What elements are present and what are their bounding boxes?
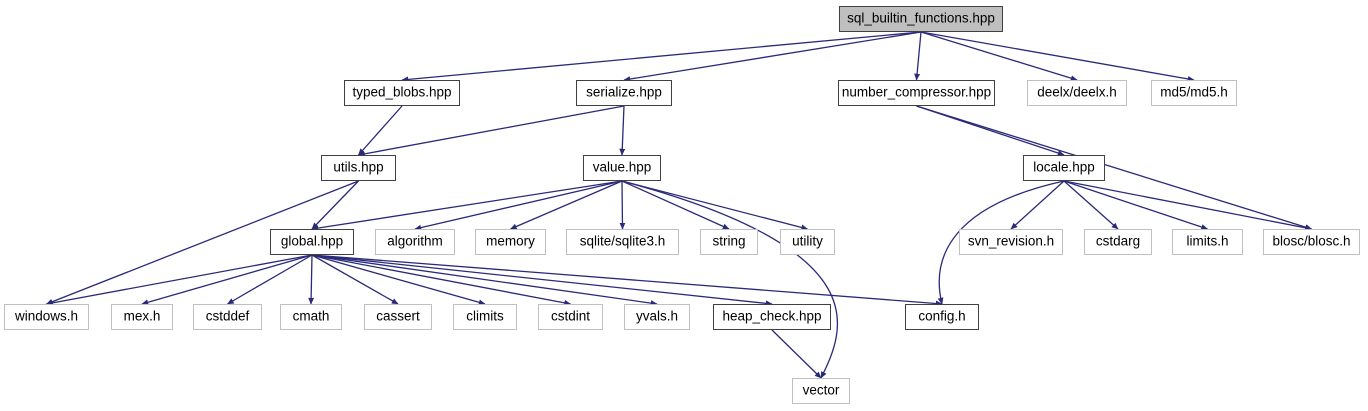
graph-node-label: mex.h: [123, 308, 161, 324]
graph-node-label: utility: [792, 233, 823, 249]
graph-edge-value-to-utility: [621, 180, 809, 231]
graph-node-label: global.hpp: [280, 233, 344, 249]
graph-node-label: cstdint: [550, 308, 591, 324]
graph-node-label: locale.hpp: [1033, 159, 1095, 175]
graph-node-deelx[interactable]: deelx/deelx.h: [1027, 80, 1127, 106]
graph-node-serialize[interactable]: serialize.hpp: [576, 80, 672, 106]
graph-node-label: config.h: [918, 308, 966, 324]
graph-edge-global-to-cstdint: [311, 254, 572, 306]
graph-node-label: windows.h: [14, 308, 79, 324]
graph-node-label: svn_revision.h: [967, 233, 1055, 249]
graph-node-memory[interactable]: memory: [475, 229, 546, 255]
graph-node-cmath[interactable]: cmath: [280, 304, 342, 330]
graph-node-label: cmath: [292, 308, 330, 324]
graph-edge-serialize-to-value: [619, 105, 626, 156]
graph-node-label: cstdarg: [1095, 233, 1141, 249]
graph-edge-value-to-algorithm: [414, 180, 623, 231]
graph-edge-number_compressor-to-locale: [916, 105, 1065, 156]
graph-node-vector[interactable]: vector: [792, 378, 850, 404]
graph-node-algorithm[interactable]: algorithm: [375, 229, 455, 255]
graph-node-global[interactable]: global.hpp: [270, 229, 354, 255]
graph-edge-value-to-memory: [510, 180, 623, 230]
graph-edge-typed_blobs-to-utils: [358, 105, 403, 156]
graph-node-yvals[interactable]: yvals.h: [624, 304, 690, 330]
graph-edge-sql_builtin_functions-to-serialize: [623, 31, 922, 82]
graph-node-cstdint[interactable]: cstdint: [538, 304, 603, 330]
graph-edge-global-to-yvals: [311, 254, 658, 307]
graph-node-label: serialize.hpp: [586, 84, 662, 100]
graph-edge-value-to-sqlite3: [619, 180, 626, 230]
graph-node-limits[interactable]: limits.h: [1172, 229, 1243, 255]
graph-node-windows[interactable]: windows.h: [4, 304, 89, 330]
graph-edge-locale-to-blosc: [1063, 180, 1313, 231]
graph-edge-locale-to-cstdarg: [1063, 180, 1119, 230]
graph-edge-global-to-climits: [311, 254, 486, 306]
graph-node-sqlite3[interactable]: sqlite/sqlite3.h: [566, 229, 679, 255]
graph-edge-global-to-config: [311, 254, 943, 307]
graph-node-label: algorithm: [387, 233, 443, 249]
graph-edge-locale-to-svn_revision: [1010, 180, 1065, 230]
graph-node-svn_revision[interactable]: svn_revision.h: [959, 229, 1063, 255]
graph-node-utils[interactable]: utils.hpp: [321, 155, 396, 181]
graph-node-number_compressor[interactable]: number_compressor.hpp: [838, 80, 995, 106]
graph-edge-value-to-string: [621, 180, 730, 230]
graph-node-label: blosc/blosc.h: [1272, 233, 1351, 249]
graph-node-label: memory: [486, 233, 535, 249]
graph-node-label: cassert: [376, 308, 420, 324]
graph-node-label: limits.h: [1186, 233, 1229, 249]
graph-node-label: value.hpp: [592, 159, 652, 175]
graph-node-value[interactable]: value.hpp: [583, 155, 661, 181]
graph-node-label: sqlite/sqlite3.h: [579, 233, 666, 249]
graph-edge-heap_check-to-vector: [771, 329, 822, 379]
graph-edge-sql_builtin_functions-to-md5: [920, 31, 1195, 82]
graph-node-label: sql_builtin_functions.hpp: [847, 10, 995, 26]
graph-node-label: typed_blobs.hpp: [352, 84, 452, 100]
graph-node-blosc[interactable]: blosc/blosc.h: [1263, 229, 1360, 255]
graph-edge-sql_builtin_functions-to-deelx: [920, 31, 1078, 82]
graph-node-md5[interactable]: md5/md5.h: [1151, 80, 1237, 106]
graph-node-label: heap_check.hpp: [722, 308, 822, 324]
graph-node-label: utils.hpp: [333, 159, 384, 175]
graph-node-label: string: [712, 233, 746, 249]
graph-node-typed_blobs[interactable]: typed_blobs.hpp: [344, 80, 460, 106]
graph-edge-value-to-global: [311, 180, 623, 231]
graph-node-label: vector: [802, 382, 840, 398]
graph-edge-sql_builtin_functions-to-number_compressor: [914, 31, 922, 81]
graph-node-label: deelx/deelx.h: [1037, 84, 1117, 100]
graph-edge-global-to-windows: [45, 254, 313, 306]
graph-node-config[interactable]: config.h: [905, 304, 979, 330]
graph-node-label: yvals.h: [635, 308, 679, 324]
graph-edge-global-to-heap_check: [311, 254, 773, 307]
graph-edge-serialize-to-utils: [357, 105, 625, 157]
graph-node-label: climits: [466, 308, 504, 324]
graph-node-mex[interactable]: mex.h: [111, 304, 173, 330]
graph-node-utility[interactable]: utility: [780, 229, 835, 255]
graph-edge-utils-to-global: [311, 180, 359, 230]
graph-node-label: cstddef: [205, 308, 250, 324]
graph-edge-number_compressor-to-blosc: [916, 105, 1313, 230]
graph-node-cstddef[interactable]: cstddef: [193, 304, 262, 330]
graph-node-locale[interactable]: locale.hpp: [1023, 155, 1105, 181]
graph-node-heap_check[interactable]: heap_check.hpp: [713, 304, 831, 330]
graph-node-climits[interactable]: climits: [453, 304, 517, 330]
graph-edge-global-to-mex: [141, 254, 313, 306]
graph-node-string[interactable]: string: [700, 229, 758, 255]
graph-edge-sql_builtin_functions-to-typed_blobs: [401, 31, 922, 83]
graph-edge-value-to-vector: [621, 180, 839, 379]
graph-edge-global-to-cmath: [308, 254, 315, 305]
graph-node-cstdarg[interactable]: cstdarg: [1084, 229, 1152, 255]
graph-node-label: md5/md5.h: [1160, 84, 1228, 100]
graph-edge-global-to-cstddef: [227, 254, 313, 305]
graph-edge-global-to-cassert: [311, 254, 399, 305]
graph-edge-locale-to-limits: [1063, 180, 1209, 230]
graph-node-label: number_compressor.hpp: [841, 84, 992, 100]
graph-node-sql_builtin_functions[interactable]: sql_builtin_functions.hpp: [839, 6, 1003, 32]
graph-node-cassert[interactable]: cassert: [364, 304, 432, 330]
